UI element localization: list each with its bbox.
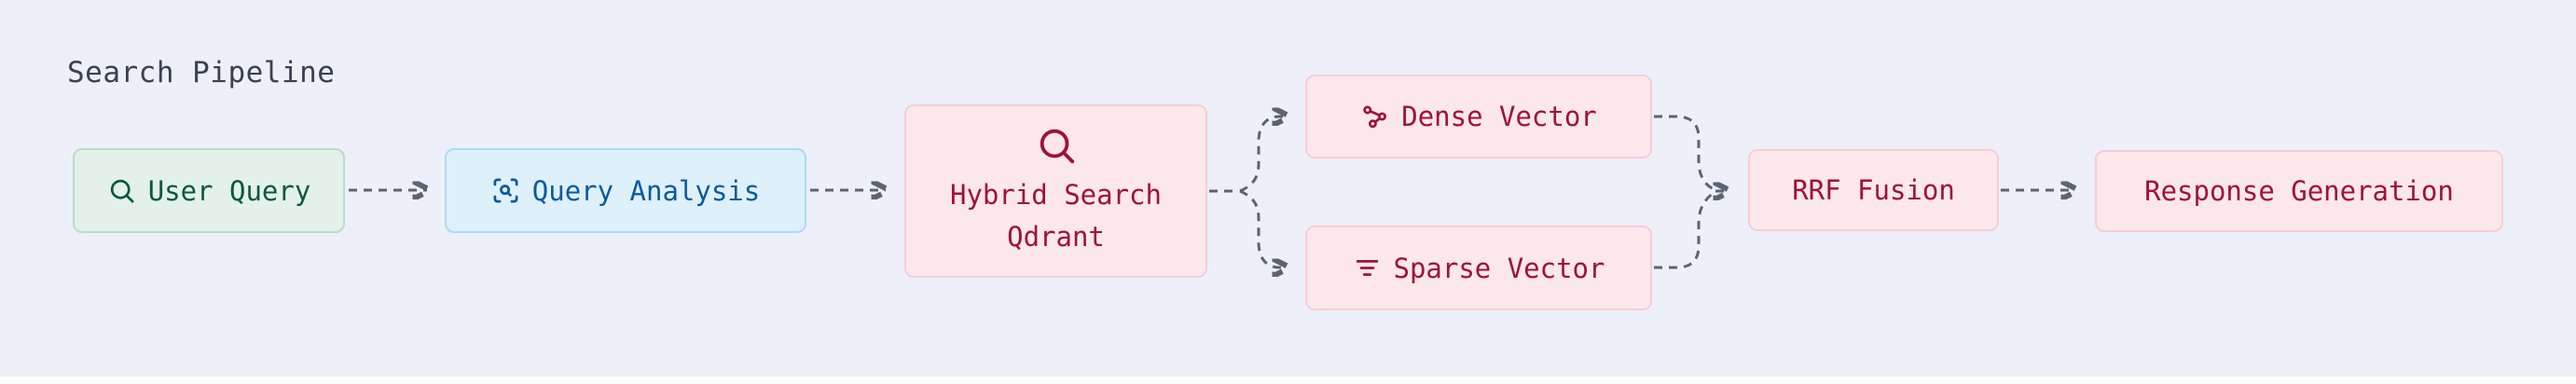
node-rrf-fusion: RRF Fusion	[1748, 149, 1999, 231]
node-label: Hybrid Search Qdrant	[950, 174, 1162, 258]
node-response-generation: Response Generation	[2095, 150, 2503, 232]
node-label-line1: Hybrid Search	[950, 179, 1162, 211]
node-user-query: User Query	[73, 148, 345, 233]
node-sparse-vector: Sparse Vector	[1305, 226, 1652, 310]
search-icon	[107, 176, 136, 205]
node-label: Dense Vector	[1401, 101, 1597, 132]
node-label: Query Analysis	[531, 174, 761, 207]
filter-lines-icon	[1353, 254, 1382, 282]
node-label: User Query	[147, 174, 311, 207]
node-label: Sparse Vector	[1393, 252, 1605, 284]
search-icon	[1035, 124, 1078, 167]
node-query-analysis: Query Analysis	[445, 148, 806, 233]
node-label-line2: Qdrant	[1007, 221, 1105, 253]
node-dense-vector: Dense Vector	[1305, 75, 1652, 158]
waypoints-icon	[1360, 103, 1389, 131]
node-hybrid-search: Hybrid Search Qdrant	[904, 104, 1207, 278]
page-bottom-strip	[0, 377, 2576, 384]
node-label: RRF Fusion	[1792, 174, 1955, 206]
diagram-title: Search Pipeline	[67, 56, 336, 89]
node-label: Response Generation	[2144, 175, 2454, 207]
scan-search-icon	[491, 176, 520, 205]
